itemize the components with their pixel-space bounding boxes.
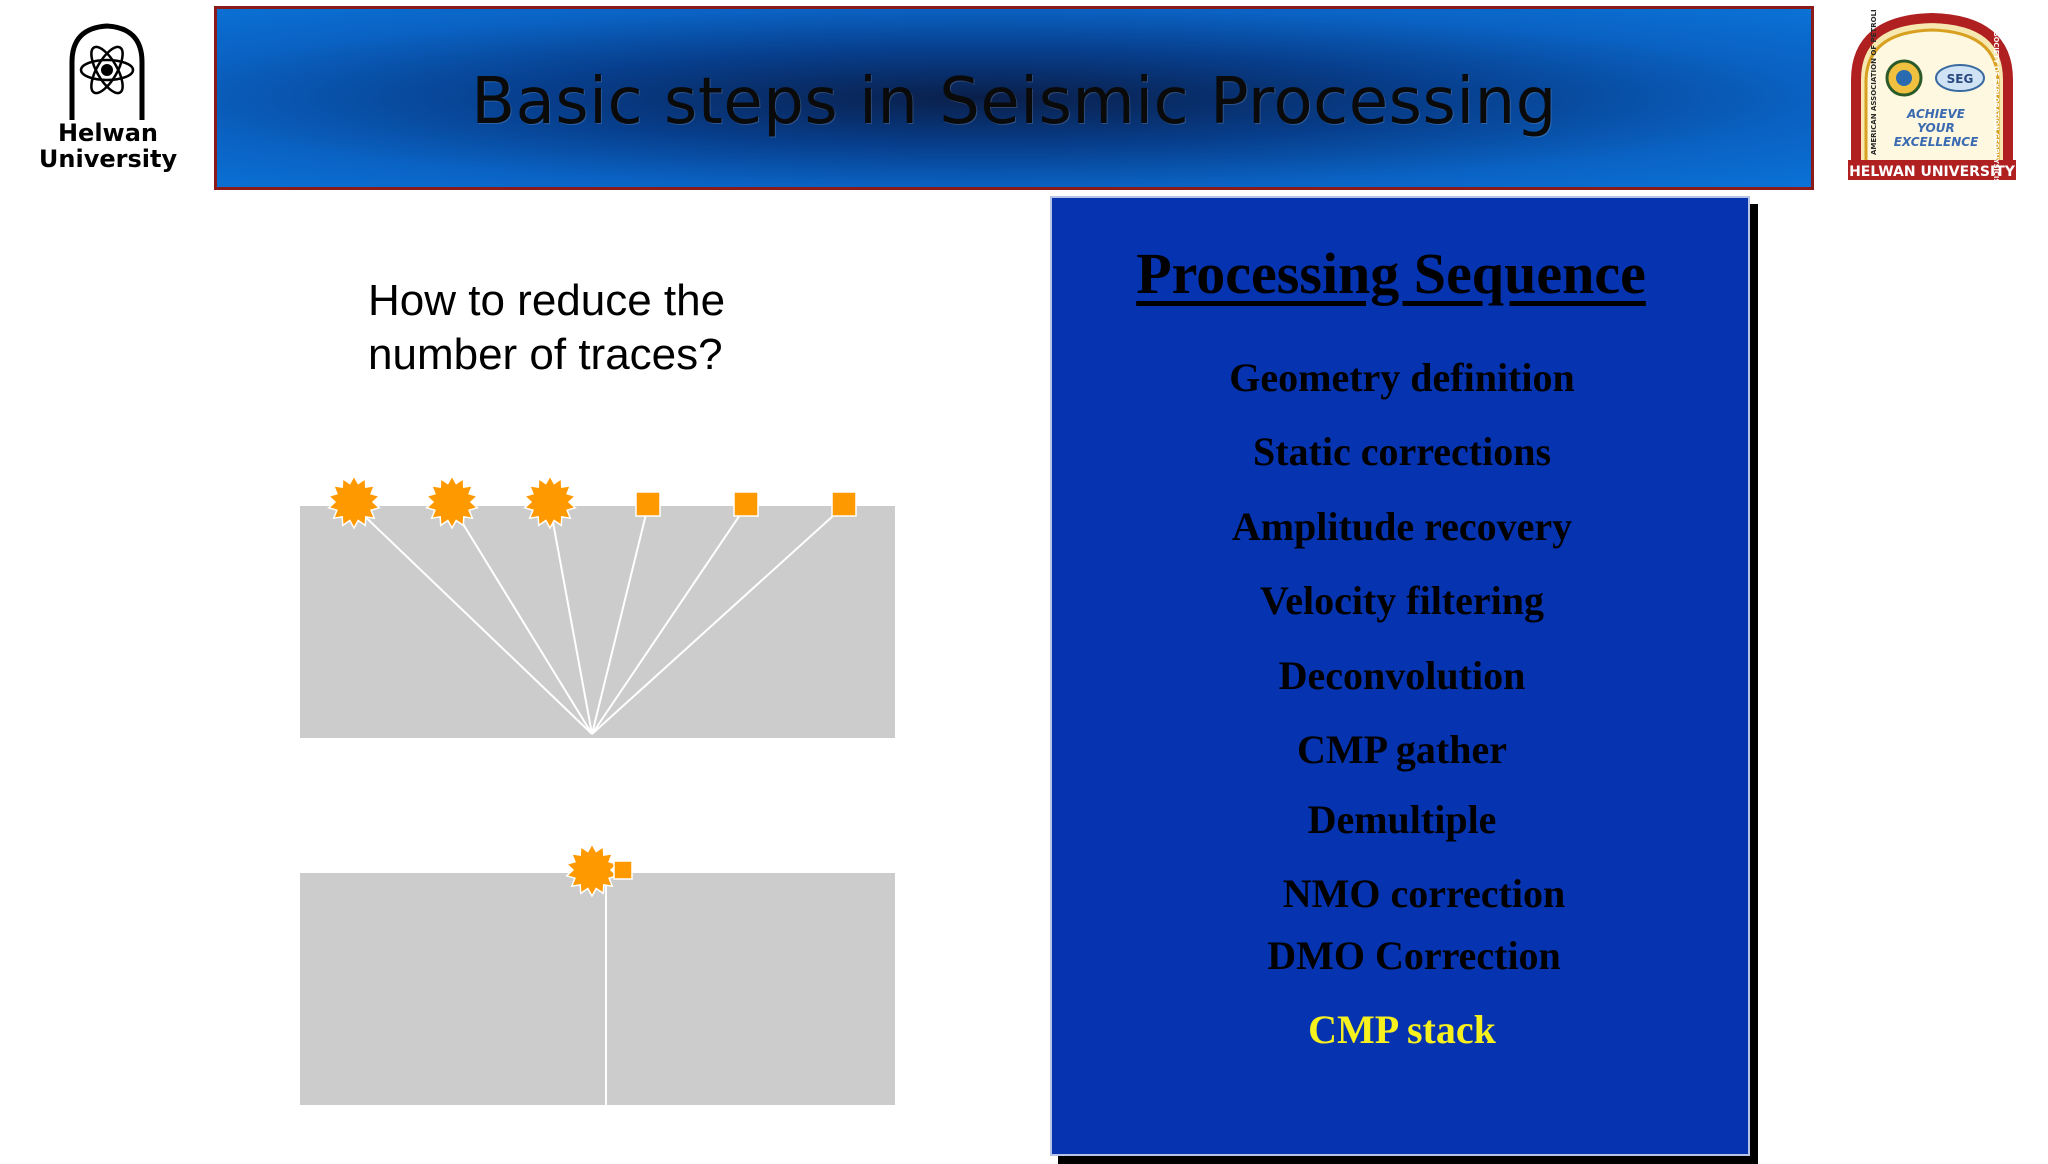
- multi-fold-ray-diagram: [300, 474, 895, 738]
- step-amplitude-recovery: Amplitude recovery: [1231, 504, 1573, 549]
- ray-paths: [353, 505, 845, 735]
- logo-right-motto-1: ACHIEVE: [1906, 107, 1966, 121]
- step-nmo-correction: NMO correction: [1282, 871, 1566, 916]
- ground-layer: [300, 873, 895, 1105]
- logo-right-motto-3: EXCELLENCE: [1894, 135, 1979, 149]
- step-static-corrections: Static corrections: [1252, 429, 1552, 474]
- slide-title: Basic steps in Seismic Processing: [471, 65, 1557, 139]
- receiver-square-icon: [831, 491, 857, 517]
- step-velocity-filtering: Velocity filtering: [1259, 578, 1544, 623]
- step-dmo-correction: DMO Correction: [1267, 933, 1561, 978]
- receiver-square-icon: [635, 491, 661, 517]
- step-geometry-definition: Geometry definition: [1229, 355, 1575, 400]
- panel-heading: Processing Sequence: [1136, 241, 1646, 306]
- source-starburst-icon: [425, 474, 479, 530]
- step-deconvolution: Deconvolution: [1278, 653, 1526, 698]
- university-emblem-icon: [69, 23, 145, 120]
- ray-path: [549, 505, 593, 735]
- title-banner: Basic steps in Seismic Processing: [214, 6, 1814, 190]
- question-text: How to reduce the number of traces?: [368, 274, 888, 382]
- logo-right-badge: SEG: [1947, 72, 1974, 86]
- logo-left-line1: Helwan: [57, 119, 159, 147]
- receiver-square-icon: [733, 491, 759, 517]
- logo-right-motto-2: YOUR: [1917, 121, 1954, 135]
- source-starburst-icon: [327, 474, 381, 530]
- ray-path: [451, 505, 593, 735]
- ray-path: [591, 505, 649, 735]
- step-cmp-stack: CMP stack: [1308, 1007, 1496, 1052]
- question-line-2: number of traces?: [368, 330, 723, 379]
- question-line-1: How to reduce the: [368, 276, 726, 325]
- student-chapter-emblem-icon: SEG ACHIEVE YOUR EXCELLENCE HELWAN UNIVE…: [1848, 0, 2016, 193]
- step-demultiple: Demultiple: [1307, 797, 1497, 842]
- source-starburst-icon: [523, 474, 577, 530]
- zero-offset-ray-diagram: [300, 845, 895, 1105]
- logo-right-arc-left: AMERICAN ASSOCIATION OF PETROLEUM GEOLOG…: [1870, 10, 1878, 155]
- helwan-university-logo: Helwan University: [28, 22, 188, 172]
- ray-path: [591, 505, 845, 735]
- source-starburst-icon: [565, 845, 619, 898]
- processing-sequence-panel: Processing Sequence Geometry definition …: [1050, 196, 1750, 1156]
- ground-layer: [300, 506, 895, 738]
- logo-right-banner: HELWAN UNIVERSITY: [1849, 164, 2016, 180]
- aapg-seg-logo: SEG ACHIEVE YOUR EXCELLENCE HELWAN UNIVE…: [1846, 0, 2018, 193]
- ray-path: [353, 505, 593, 735]
- receiver-square-icon: [613, 860, 633, 880]
- step-cmp-gather: CMP gather: [1297, 727, 1507, 772]
- ray-path: [591, 505, 747, 735]
- logo-left-line2: University: [38, 145, 178, 173]
- logo-right-arc-right: SOCIETY OF EXPLORATION GEOPHYSICISTS: [1992, 32, 2000, 182]
